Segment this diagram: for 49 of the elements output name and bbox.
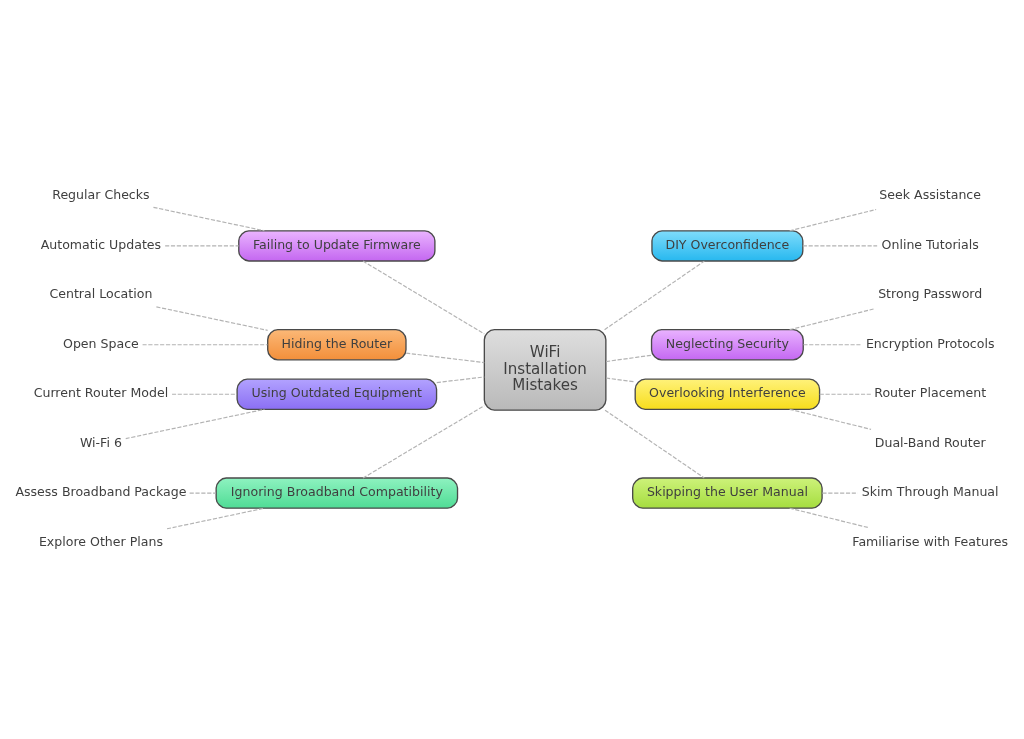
- connector: [604, 260, 705, 331]
- node-text: Encryption Protocols: [865, 335, 995, 351]
- connector: [189, 492, 217, 494]
- node-text: Dual-Band Router: [874, 434, 986, 450]
- connector: [436, 376, 485, 384]
- node-box: Skipping the User Manual: [632, 477, 823, 509]
- connector: [152, 206, 266, 232]
- connector: [166, 507, 266, 530]
- connector: [789, 507, 869, 529]
- connector: [171, 393, 238, 395]
- connector: [789, 308, 876, 331]
- node-text: Automatic Updates: [40, 236, 162, 252]
- node-text: Open Space: [63, 335, 139, 351]
- node-text: Online Tutorials: [881, 236, 979, 252]
- node-text: Current Router Model: [33, 385, 169, 401]
- connector: [821, 492, 859, 494]
- connector: [125, 408, 266, 440]
- node-text: Strong Password: [878, 286, 983, 302]
- connector: [802, 344, 863, 346]
- connector: [362, 405, 485, 479]
- node-box: Hiding the Router: [267, 329, 407, 361]
- node-text: Wi-Fi 6: [79, 434, 122, 450]
- node-text: Explore Other Plans: [38, 533, 163, 549]
- connector: [819, 393, 872, 395]
- node-text: Familiarise with Features: [852, 533, 1009, 549]
- node-box: Ignoring Broadband Compatibility: [215, 477, 459, 509]
- node-box: Overlooking Interference: [634, 378, 821, 410]
- connector: [155, 306, 269, 331]
- node-text: Seek Assistance: [879, 187, 982, 203]
- node-box: WiFi Installation Mistakes: [483, 329, 607, 411]
- node-box: DIY Overconfidence: [651, 230, 804, 262]
- connector: [362, 260, 485, 335]
- node-text: Assess Broadband Package: [15, 484, 187, 500]
- node-text: Router Placement: [874, 385, 987, 401]
- node-box: Failing to Update Firmware: [238, 230, 436, 262]
- connector: [164, 245, 240, 247]
- node-text: Regular Checks: [52, 187, 150, 203]
- connector: [605, 354, 652, 363]
- connector: [142, 344, 269, 346]
- connector: [789, 408, 872, 430]
- node-box: Using Outdated Equipment: [236, 378, 438, 410]
- connector: [604, 409, 705, 479]
- connector: [405, 352, 485, 364]
- connector: [789, 208, 877, 232]
- node-box: Neglecting Security: [650, 329, 804, 361]
- node-text: Central Location: [49, 286, 153, 302]
- connector: [802, 245, 878, 247]
- node-text: Skim Through Manual: [861, 484, 999, 500]
- connector: [605, 377, 636, 383]
